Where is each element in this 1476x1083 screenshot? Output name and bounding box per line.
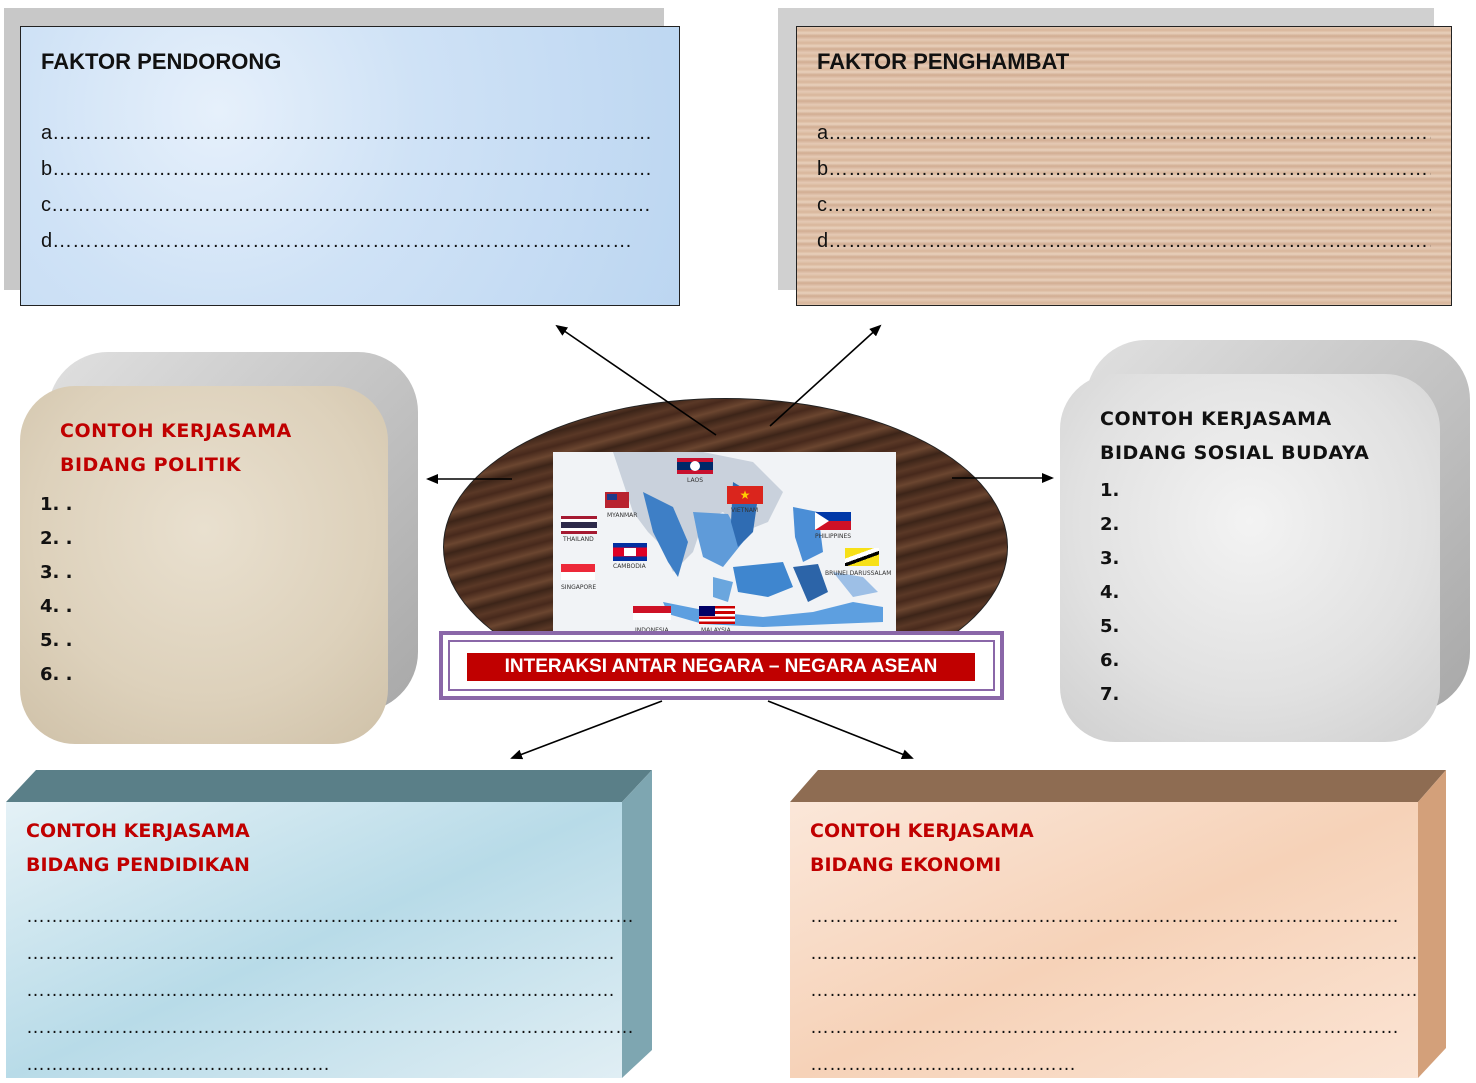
ekonomi-line-1: ………………………………………………………………………………… [810, 906, 1399, 927]
pendorong-line-b: b……………………………………………………………………………… [41, 158, 653, 180]
asean-map: LAOS ★ VIETNAM MYANMAR THAILAND CAMBODIA… [553, 452, 896, 634]
vietnam-label: VIETNAM [731, 507, 759, 514]
pendidikan-line-4: …………………………………………………………………………………… [26, 1017, 634, 1038]
sosial-title-2: BIDANG SOSIAL BUDAYA [1100, 442, 1370, 464]
ekonomi-line-4: ………………………………………………………………………………… [810, 1017, 1399, 1038]
politik-title-1: CONTOH KERJASAMA [60, 420, 292, 442]
sosial-item-2: 2. [1100, 514, 1120, 535]
arrow-to-ekonomi [767, 700, 914, 759]
arrow-to-pendidikan [510, 700, 663, 760]
pendidikan-title-1: CONTOH KERJASAMA [26, 820, 250, 842]
indonesia-label: INDONESIA [635, 627, 669, 634]
faktor-penghambat-box: FAKTOR PENGHAMBAT a………………………………………………………… [796, 26, 1452, 306]
pendorong-line-d: d…………………………………………………………………………… [41, 230, 633, 252]
center-title: INTERAKSI ANTAR NEGARA – NEGARA ASEAN [467, 653, 975, 681]
ekonomi-line-5: …………………………………… [810, 1054, 1076, 1075]
malaysia-label: MALAYSIA [701, 627, 731, 634]
indonesia-flag [633, 606, 671, 620]
laos-flag [677, 458, 713, 474]
pendidikan-title-2: BIDANG PENDIDIKAN [26, 854, 250, 876]
penghambat-title: FAKTOR PENGHAMBAT [817, 49, 1070, 74]
center-title-inner-frame [448, 640, 995, 691]
thailand-flag [561, 516, 597, 534]
penghambat-line-c: c…………………………………………………………………………………… [817, 194, 1431, 216]
penghambat-line-d: d……………………………………………………………………………………… [817, 230, 1431, 252]
sosial-item-7: 7. [1100, 684, 1120, 705]
cambodia-flag [613, 543, 647, 561]
penghambat-line-a: a……………………………………………………………………………………… [817, 122, 1431, 144]
pendidikan-line-2: ………………………………………………………………………………… [26, 943, 615, 964]
politik-item-1: 1. . [40, 494, 73, 515]
cambodia-label: CAMBODIA [613, 563, 646, 570]
politik-box: CONTOH KERJASAMA BIDANG POLITIK 1. . 2. … [20, 386, 388, 744]
ekonomi-content: CONTOH KERJASAMA BIDANG EKONOMI ……………………… [810, 814, 1418, 1083]
faktor-pendorong-box: FAKTOR PENDORONG a…………………………………………………………… [20, 26, 680, 306]
pendidikan-box-shape [6, 770, 652, 1078]
vietnam-flag: ★ [727, 486, 763, 504]
politik-item-4: 4. . [40, 596, 73, 617]
pendidikan-line-1: …………………………………………………………………………………… [26, 906, 634, 927]
ekonomi-title-1: CONTOH KERJASAMA [810, 820, 1034, 842]
ekonomi-box-shape [790, 770, 1446, 1078]
sosial-title-1: CONTOH KERJASAMA [1100, 408, 1332, 430]
philippines-label: PHILIPPINES [815, 533, 852, 540]
laos-label: LAOS [687, 477, 704, 484]
ekonomi-title-2: BIDANG EKONOMI [810, 854, 1002, 876]
ekonomi-line-3: …………………………………………………………………………………… [810, 980, 1418, 1001]
penghambat-line-b: b……………………………………………………………………………………. [817, 158, 1431, 180]
pendorong-line-a: a……………………………………………………………………………… [41, 122, 653, 144]
singapore-flag [561, 564, 595, 580]
pendorong-line-c: c……………………………………………………………………………… [41, 194, 651, 216]
sosial-item-3: 3. [1100, 548, 1120, 569]
brunei-flag [845, 548, 879, 566]
myanmar-flag [605, 492, 629, 508]
brunei-label: BRUNEI DARUSSALAM [825, 570, 892, 577]
politik-item-3: 3. . [40, 562, 73, 583]
sosial-item-6: 6. [1100, 650, 1120, 671]
singapore-label: SINGAPORE [561, 584, 597, 591]
pendidikan-line-5: ………………………………………… [26, 1054, 330, 1075]
sosial-item-4: 4. [1100, 582, 1120, 603]
politik-item-5: 5. . [40, 630, 73, 651]
politik-item-2: 2. . [40, 528, 73, 549]
sosial-item-1: 1. [1100, 480, 1120, 501]
politik-item-6: 6. . [40, 664, 73, 685]
sosial-item-5: 5. [1100, 616, 1120, 637]
myanmar-label: MYANMAR [607, 512, 638, 519]
pendidikan-content: CONTOH KERJASAMA BIDANG PENDIDIKAN ……………… [26, 814, 634, 1083]
pendorong-title: FAKTOR PENDORONG [41, 49, 282, 74]
sosial-budaya-box: CONTOH KERJASAMA BIDANG SOSIAL BUDAYA 1.… [1060, 374, 1440, 742]
malaysia-flag [699, 606, 735, 624]
ekonomi-line-2: …………………………………………………………………………………… [810, 943, 1418, 964]
thailand-label: THAILAND [563, 536, 594, 543]
politik-title-2: BIDANG POLITIK [60, 454, 242, 476]
pendidikan-line-3: ………………………………………………………………………………… [26, 980, 615, 1001]
philippines-flag [815, 512, 851, 530]
